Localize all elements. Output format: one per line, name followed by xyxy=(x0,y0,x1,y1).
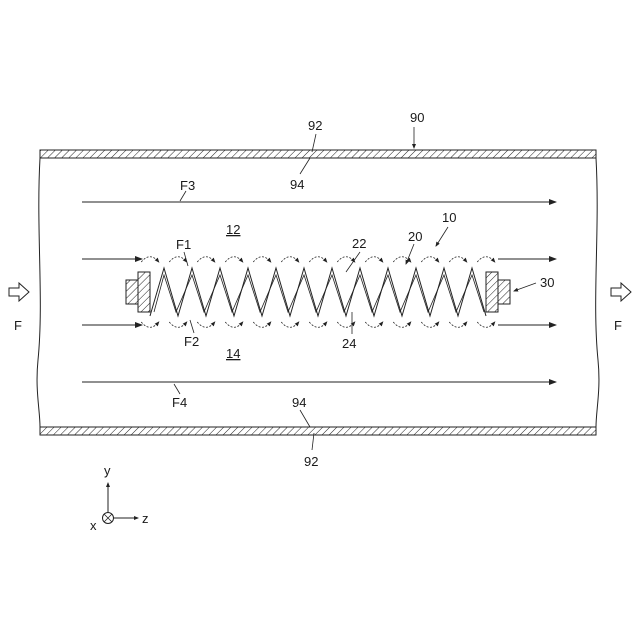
leader-20 xyxy=(406,244,414,264)
label-94-bottom: 94 xyxy=(292,395,306,410)
label-30: 30 xyxy=(540,275,554,290)
swirl-arrow xyxy=(449,257,467,262)
swirl-arrow xyxy=(197,257,215,262)
swirl-arrow xyxy=(365,322,383,327)
swirl-arrow xyxy=(225,322,243,327)
swirl-arrow xyxy=(253,257,271,262)
leader-92-bottom xyxy=(312,433,314,450)
flow-out-block-arrow xyxy=(611,283,631,301)
leader-f1 xyxy=(184,252,188,266)
swirl-arrow xyxy=(309,322,327,327)
label-22: 22 xyxy=(352,236,366,251)
swirl-arrow xyxy=(281,322,299,327)
swirl-arrow xyxy=(253,322,271,327)
swirl-arrow xyxy=(197,322,215,327)
swirl-arrow xyxy=(281,257,299,262)
leader-94-bottom xyxy=(300,410,310,427)
leader-94-top xyxy=(300,158,310,174)
label-94-top: 94 xyxy=(290,177,304,192)
holder-left xyxy=(126,272,150,312)
label-92-bottom: 92 xyxy=(304,454,318,469)
axis-z-label: z xyxy=(142,511,149,526)
leader-f2 xyxy=(190,320,194,333)
label-f3: F3 xyxy=(180,178,195,193)
swirl-arrow xyxy=(365,257,383,262)
swirl-arrow xyxy=(309,257,327,262)
swirl-arrow xyxy=(449,322,467,327)
leader-30 xyxy=(514,283,536,291)
swirl-arrow xyxy=(421,322,439,327)
swirl-arrow xyxy=(477,257,495,262)
pipe-wall-top xyxy=(40,150,596,158)
axis-gizmo xyxy=(103,483,139,524)
swirl-arrow xyxy=(337,257,355,262)
leader-22 xyxy=(346,252,360,272)
label-flow-out: F xyxy=(614,318,622,333)
axis-x-label: x xyxy=(90,518,97,533)
axis-y-label: y xyxy=(104,463,111,478)
swirl-arrow xyxy=(169,257,187,262)
swirl-arrow xyxy=(141,257,159,262)
label-flow-in: F xyxy=(14,318,22,333)
label-24: 24 xyxy=(342,336,356,351)
pipe-break-left xyxy=(37,158,40,427)
pipe-wall-bottom xyxy=(40,427,596,435)
swirl-arrow xyxy=(393,322,411,327)
holder-right xyxy=(486,272,510,312)
label-12: 12 xyxy=(226,222,240,237)
swirl-arrow xyxy=(477,322,495,327)
label-20: 20 xyxy=(408,229,422,244)
pipe-break-right xyxy=(596,158,599,427)
label-14: 14 xyxy=(226,346,240,361)
corrugated-element-outer xyxy=(150,268,486,316)
swirl-arrow xyxy=(421,257,439,262)
leader-92-top xyxy=(312,134,316,152)
label-90: 90 xyxy=(410,110,424,125)
leader-10 xyxy=(436,227,448,246)
label-10: 10 xyxy=(442,210,456,225)
label-f4: F4 xyxy=(172,395,187,410)
swirl-arrow xyxy=(169,322,187,327)
leader-f4 xyxy=(174,384,180,394)
label-f2: F2 xyxy=(184,334,199,349)
swirl-arrow xyxy=(225,257,243,262)
swirl-arrow xyxy=(141,322,159,327)
label-92-top: 92 xyxy=(308,118,322,133)
flow-in-block-arrow xyxy=(9,283,29,301)
label-f1: F1 xyxy=(176,237,191,252)
